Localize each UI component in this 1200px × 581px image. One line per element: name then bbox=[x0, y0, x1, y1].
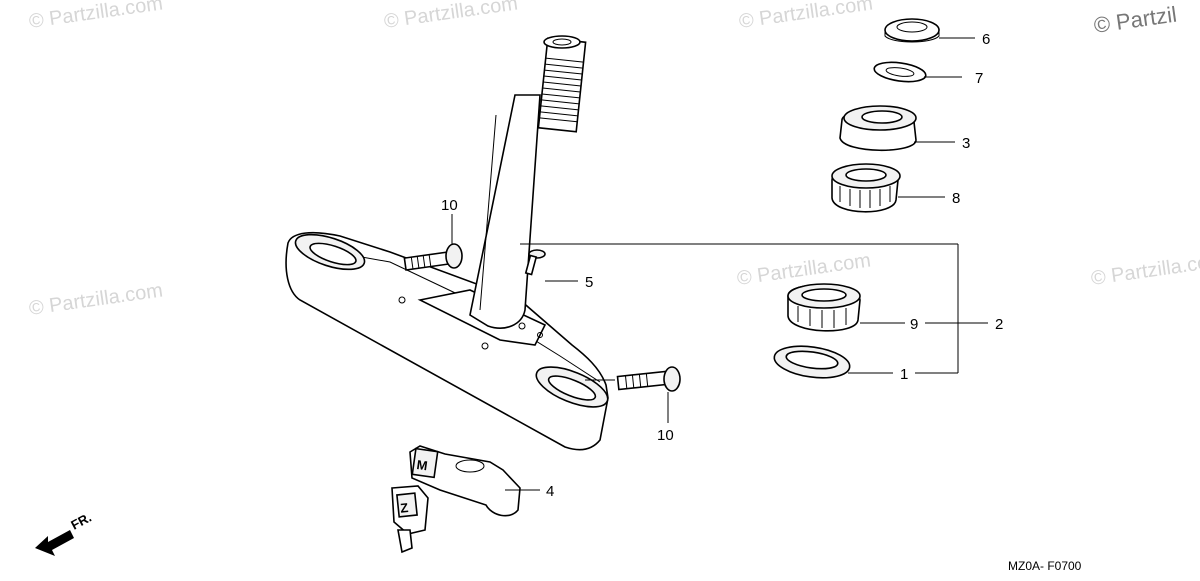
pinch-bolt-lower bbox=[616, 366, 681, 392]
ignition-switch-4: M Z bbox=[391, 445, 521, 554]
screw-5 bbox=[524, 249, 546, 276]
diagram-code: MZ0A- F0700 bbox=[1008, 559, 1082, 573]
bearing-8 bbox=[831, 163, 901, 213]
pinch-bolt-upper bbox=[403, 243, 463, 271]
steering-stem-bottom-bridge bbox=[285, 35, 609, 451]
lock-washer-7 bbox=[873, 61, 927, 83]
callout-3: 3 bbox=[962, 135, 970, 152]
watermark: © Partzilla.com bbox=[28, 279, 165, 320]
watermark: © Partzilla.com bbox=[28, 0, 165, 33]
callout-7: 7 bbox=[975, 70, 983, 87]
svg-text:M: M bbox=[416, 457, 429, 473]
callout-4: 4 bbox=[546, 483, 554, 500]
callout-9: 9 bbox=[910, 316, 918, 333]
callout-8: 8 bbox=[952, 190, 960, 207]
callout-10-upper: 10 bbox=[441, 197, 458, 214]
watermark: © Partzilla.com bbox=[1090, 249, 1200, 290]
callout-6: 6 bbox=[982, 31, 990, 48]
leader-lines bbox=[451, 37, 988, 491]
watermark: © Partzilla.com bbox=[736, 249, 873, 290]
watermark: © Partzilla.com bbox=[383, 0, 520, 33]
watermark-corner: © Partzil bbox=[1092, 2, 1178, 38]
watermark: © Partzilla.com bbox=[738, 0, 875, 33]
front-label: FR. bbox=[68, 510, 94, 533]
locknut-6 bbox=[884, 18, 940, 43]
front-direction-arrow: FR. bbox=[35, 510, 94, 556]
dust-seal-1 bbox=[773, 345, 851, 379]
adjusting-nut-3 bbox=[839, 105, 917, 152]
callout-10-lower: 10 bbox=[657, 427, 674, 444]
callout-5: 5 bbox=[585, 274, 593, 291]
svg-text:Z: Z bbox=[400, 500, 410, 516]
bearing-9 bbox=[787, 283, 861, 332]
callout-1: 1 bbox=[900, 366, 908, 383]
callout-2: 2 bbox=[995, 316, 1003, 333]
watermark-layer: © Partzilla.com © Partzilla.com © Partzi… bbox=[28, 0, 1200, 320]
